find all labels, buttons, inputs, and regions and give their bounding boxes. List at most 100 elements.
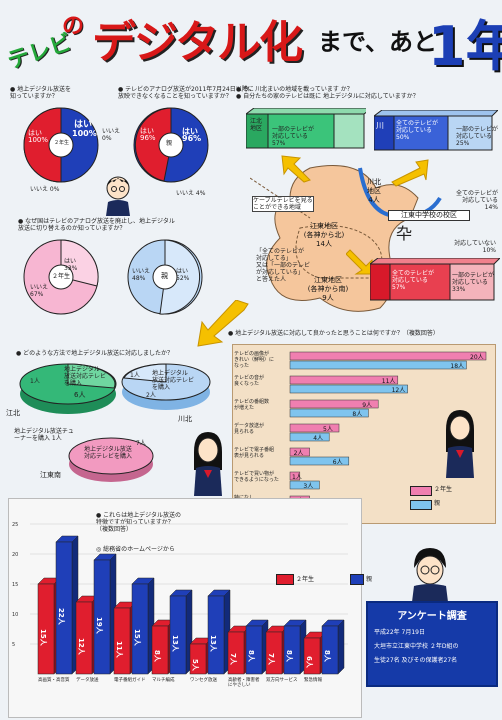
q4-count-2: 1人 [30,378,40,385]
q6-category-label: 双方向サービス [266,678,298,683]
q3-right-no: いいえ 48% [132,268,151,282]
q2-center: 親 [166,140,173,147]
q4-count-1: 6人 [74,391,86,399]
map-cable: ケーブルテレビを見る ことができる地域 [252,196,314,212]
q6-value-parent: 13人 [209,635,218,653]
q6-value-parent: 8人 [285,650,294,663]
q6-question: ● これらは地上デジタル放送の 特徴ですが知っていますか？ （複数回答） [96,512,182,533]
q1-pie [23,107,99,183]
q1-yes-pct: 100% [72,129,97,138]
map-school: 江東中学校の校区 [388,210,470,221]
q5-legend-parent-swatch [410,500,432,510]
q6-value-parent: 22人 [57,608,66,626]
map-bar-kotonan [370,258,500,301]
q4-pie-kotonan [68,437,154,482]
q6-bar-parent [55,541,73,675]
q1-question: ● 地上デジタル放送を 知っていますか？ [10,86,72,100]
q6-y-tick: 5 [12,642,15,648]
q4-area-c: 江東南 [40,471,61,479]
q3-left-yes: はい 33% [64,258,78,272]
q6-bar-parent [131,583,149,675]
q6-bar-student [303,637,321,675]
q6-source: ◎ 総務省のホームページから [96,546,175,553]
q6-value-student: 7人 [267,653,276,666]
q6-bar-student [113,607,131,675]
q5-value-student: 2人 [294,450,304,457]
q5-bar-student [289,447,310,457]
q6-bar-student [75,601,93,675]
q5-bar-parent [289,456,350,466]
q5-bar-parent [289,480,320,490]
q4-pie-kawakita [121,363,211,410]
q4-area-a: 江北 [6,409,20,417]
title-main: デジタル化 [92,17,303,68]
q6-bar-parent [93,559,111,675]
q4-count-3: 1人 [130,372,140,379]
q3-left-center: ２年生 [52,273,71,280]
q5-category-label: テレビで電子番組 表が見られる [234,447,275,459]
q5-value-parent: 18人 [450,363,464,370]
q6-value-parent: 19人 [95,617,104,635]
survey-class: 大垣市立江東中学校 ２年D組の [374,643,459,650]
q4-label-kohoku: 地上デジタル 放送対応テレビ を購入 [64,366,107,387]
q6-category-label: 緊急情報 [304,678,322,683]
map-question: ● 今、川北まいの地域を載っています か？ ● 自分たちの家のテレビは既に 地上… [236,86,419,100]
q5-category-label: データ放送が 見られる [234,423,265,435]
survey-respondents: 生徒27名 及びその保護者27名 [374,657,458,664]
arrow-up-right-icon [391,159,429,187]
q5-category-label: テレビで買い物が できるようになった [234,471,279,483]
q3-left-no: いいえ 67% [30,284,49,298]
q5-question: ● 地上デジタル放送に対応して良かったと思うことは何ですか？（複数回答） [228,330,439,337]
q1-left-label: はい 100% [28,129,49,144]
q4-pie-kohoku [19,363,117,414]
q3-right-center: 親 [161,272,168,280]
survey-date: 平成22年 7月19日 [374,629,425,636]
q2-right: はい 96% [182,127,202,143]
q6-value-student: 11人 [115,641,124,659]
q5-bar-parent [289,408,369,418]
arrow-up-left-icon [281,155,311,183]
q5-bar-chart: 20人18人11人12人9人8人5人4人2人6人1人3人2人1人 [289,351,487,514]
q5-value-parent: 4人 [313,435,323,442]
q4-label-kotonan: 地上デジタル放送 対応テレビを購入 [84,446,133,460]
title-no: の [62,14,85,39]
q6-bar-student [227,631,245,675]
q5-value-student: 5人 [323,426,333,433]
title-year: 1年 [428,15,502,78]
q6-bar-student [189,643,207,675]
q4-area-b: 川北 [178,415,192,423]
q6-bar-parent [207,595,225,675]
q5-category-label: テレビの画像が きれい（鮮明）に なった [234,351,275,369]
q4-count-4: 2人 [146,392,156,399]
q6-bar-parent [283,625,301,675]
q5-bar-student [289,375,399,385]
q6-value-parent: 15人 [133,629,142,647]
q6-bar-parent-side [337,619,345,675]
q6-value-parent: 13人 [171,635,180,653]
q6-bar-parent [245,625,263,675]
q2-question: ● テレビのアナログ放送が2011年7月24日以降に 放映できなくなることを知っ… [118,86,254,100]
q5-category-label: テレビの音が 良くなった [234,375,265,387]
q5-value-parent: 6人 [333,459,343,466]
map-c2: 一部のテレビが 対応している 33% [452,272,495,293]
q6-value-student: 12人 [77,638,86,656]
q6-category-label: データ放送 [76,678,99,683]
student-boy-illustration [106,176,130,216]
q5-bar-student [289,471,301,481]
q5-bar-parent [289,432,330,442]
arrow-down-left-icon [197,300,249,347]
q5-legend-student-swatch [410,486,432,496]
q6-bar-student [37,583,55,675]
map-bar-kohoku [246,108,366,149]
student-girl-right-illustration [446,410,474,478]
q6-category-label: 高齢者・障害者にやさしい [228,678,260,688]
q4-count-5: 7人 [136,440,146,447]
q6-legend-student-swatch [276,574,294,585]
q5-bar-student [289,399,379,409]
arrow-down-right-icon [346,249,375,275]
map-b2: 一部のテレビが 対応している 25% [456,126,499,147]
survey-info-box: アンケート調査 平成22年 7月19日 大垣市立江東中学校 ２年D組の 生徒27… [366,601,498,687]
q6-value-student: 7人 [229,653,238,666]
q6-bar-student [151,625,169,675]
